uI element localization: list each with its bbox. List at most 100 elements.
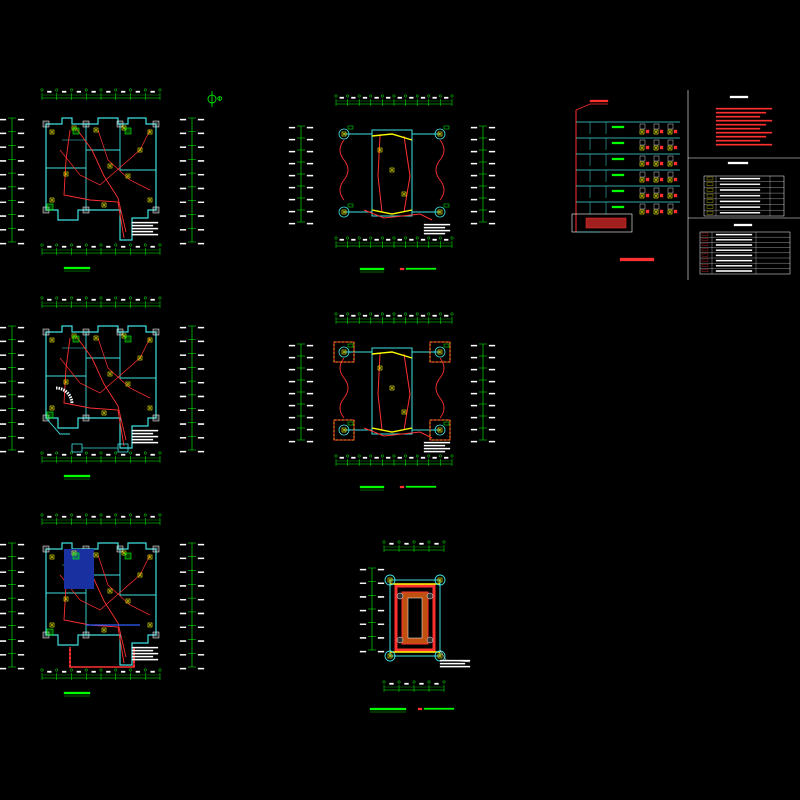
note-line xyxy=(715,143,773,146)
dimension-text xyxy=(362,238,368,241)
dimension-text xyxy=(135,90,141,93)
device-dot xyxy=(123,335,125,337)
dimension-text xyxy=(197,585,205,587)
dimension-text xyxy=(0,368,7,370)
alarm-indicator xyxy=(645,161,650,166)
dimension-text xyxy=(120,670,126,673)
grid-bubble xyxy=(114,513,118,517)
dimension-text xyxy=(197,229,205,231)
dimension-text xyxy=(288,126,296,129)
device-dot xyxy=(669,179,671,181)
plan-title xyxy=(359,267,385,271)
floor-device-box xyxy=(639,203,646,210)
dimension-text xyxy=(470,162,478,165)
bottom-wall xyxy=(344,429,440,435)
dimension-text xyxy=(470,404,478,407)
dimension-text xyxy=(419,682,424,685)
grid-bubble xyxy=(382,540,386,544)
junction-box xyxy=(124,552,132,560)
dimension-text xyxy=(0,146,7,148)
floor-device-box xyxy=(667,203,674,210)
dimension-text xyxy=(197,340,205,343)
dimension-text xyxy=(150,515,155,518)
grid-bubble xyxy=(55,296,59,300)
corner-column xyxy=(384,574,396,586)
materials-title xyxy=(733,223,753,227)
grid-bubble xyxy=(450,94,454,98)
legend-text xyxy=(719,194,761,197)
note-line xyxy=(715,107,773,110)
device-dot xyxy=(95,129,97,131)
bottom-dimension xyxy=(40,668,162,680)
material-text xyxy=(715,259,753,262)
dimension-text xyxy=(444,314,449,317)
grid-bubble xyxy=(143,451,147,455)
floor-device-box xyxy=(667,123,674,130)
device-symbol xyxy=(401,191,407,197)
dimension-text xyxy=(106,515,111,518)
corner-column xyxy=(434,128,446,140)
dimension-text xyxy=(0,132,7,135)
grid-bubble xyxy=(129,451,132,455)
alarm-indicator xyxy=(659,209,664,214)
note-text-line xyxy=(423,223,451,226)
grid-bubble xyxy=(84,668,88,672)
floor-device xyxy=(639,193,645,199)
column xyxy=(152,414,160,422)
corner-device xyxy=(341,349,347,355)
dimension-text xyxy=(362,314,368,317)
grid-bubble xyxy=(427,454,431,458)
wiring-device xyxy=(107,163,113,169)
dimension-text xyxy=(17,242,25,245)
note-text-line xyxy=(131,652,159,655)
grid-bubble xyxy=(99,513,103,517)
grid-bubble xyxy=(404,312,408,316)
dimension-text xyxy=(432,96,437,99)
grid-bubble xyxy=(404,454,408,458)
wiring-run xyxy=(59,337,151,394)
dimension-text xyxy=(470,174,478,177)
dimension-text xyxy=(488,138,496,141)
dimension-text xyxy=(0,423,7,425)
grid-bubble xyxy=(346,454,350,458)
dimension-text xyxy=(0,571,7,573)
grid-bubble xyxy=(70,88,73,92)
dimension-text xyxy=(488,416,496,419)
note-text-line xyxy=(423,232,446,235)
dimension-text xyxy=(179,173,187,176)
dimension-text xyxy=(0,585,7,587)
grid-bubble xyxy=(99,88,103,92)
wiring-device xyxy=(125,598,131,604)
note-text-line xyxy=(439,665,471,668)
floor-device xyxy=(653,161,659,167)
dimension-text xyxy=(488,380,496,383)
floor-device xyxy=(639,145,645,151)
column xyxy=(82,328,90,336)
dimension-text xyxy=(17,132,25,135)
note-text-line xyxy=(423,226,446,229)
note-text-line xyxy=(131,658,159,661)
device-dot xyxy=(655,179,657,181)
dimension-text xyxy=(179,598,187,601)
column xyxy=(152,545,160,553)
floor-label xyxy=(611,173,625,177)
grid-bubble xyxy=(158,296,162,300)
grid-bubble xyxy=(346,94,350,98)
dimension-text xyxy=(434,542,439,545)
column xyxy=(42,120,50,128)
dimension-text xyxy=(288,162,296,165)
top-dimension xyxy=(40,88,162,100)
device-dot xyxy=(65,173,67,175)
top-dimension xyxy=(334,94,454,106)
dimension-text xyxy=(470,392,478,395)
dimension-text xyxy=(377,650,385,653)
dimension-text xyxy=(288,198,296,201)
note-line xyxy=(715,135,767,138)
plan-note xyxy=(423,441,451,453)
dimension-text xyxy=(17,326,25,329)
alarm-indicator xyxy=(673,161,678,166)
dimension-text xyxy=(197,437,205,439)
device-dot xyxy=(51,199,53,201)
grid-bubble xyxy=(369,454,373,458)
grid-bubble xyxy=(70,296,73,300)
